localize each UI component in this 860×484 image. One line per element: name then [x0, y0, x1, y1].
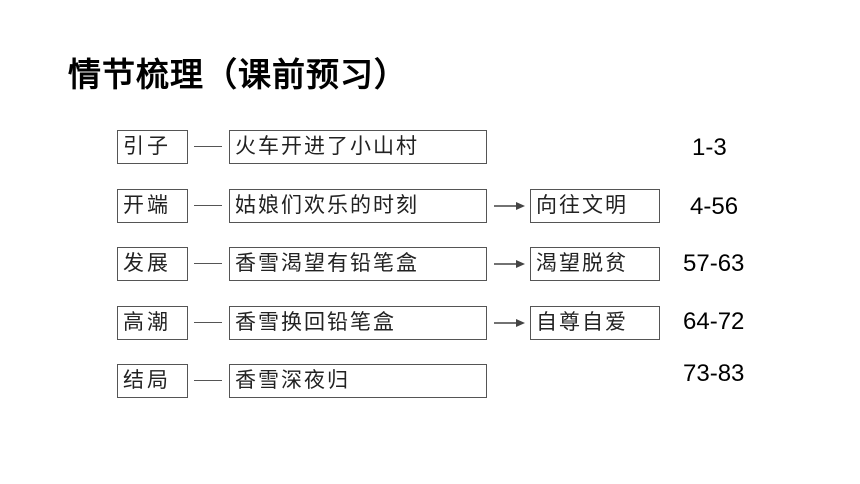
stage-label: 发展	[117, 247, 188, 281]
paragraph-range: 73-83	[683, 360, 745, 387]
page-title: 情节梳理（课前预习）	[68, 55, 408, 94]
arrow-right-icon	[494, 202, 525, 210]
result-box: 自尊自爱	[530, 306, 660, 340]
stage-label: 开端	[117, 189, 188, 223]
arrow-right-icon	[494, 319, 525, 327]
stage-label: 高潮	[117, 306, 188, 340]
result-box: 渴望脱贫	[530, 247, 660, 281]
connector-dash	[194, 205, 222, 206]
connector-dash	[194, 380, 222, 381]
arrow-right-icon	[494, 260, 525, 268]
connector-dash	[194, 146, 222, 147]
event-box: 火车开进了小山村	[229, 130, 487, 164]
connector-dash	[194, 322, 222, 323]
paragraph-range: 1-3	[692, 134, 727, 161]
paragraph-range: 64-72	[683, 308, 745, 335]
stage-label: 引子	[117, 130, 188, 164]
paragraph-range: 57-63	[683, 250, 745, 277]
plot-row-development: 发展 香雪渴望有铅笔盒 渴望脱贫	[0, 247, 860, 281]
stage-label: 结局	[117, 364, 188, 398]
plot-row-intro: 引子 火车开进了小山村	[0, 130, 860, 164]
plot-row-climax: 高潮 香雪换回铅笔盒 自尊自爱	[0, 306, 860, 340]
plot-row-opening: 开端 姑娘们欢乐的时刻 向往文明	[0, 189, 860, 223]
event-box: 香雪渴望有铅笔盒	[229, 247, 487, 281]
connector-dash	[194, 263, 222, 264]
paragraph-range: 4-56	[690, 193, 739, 220]
plot-row-ending: 结局 香雪深夜归	[0, 364, 860, 398]
result-box: 向往文明	[530, 189, 660, 223]
event-box: 姑娘们欢乐的时刻	[229, 189, 487, 223]
event-box: 香雪换回铅笔盒	[229, 306, 487, 340]
event-box: 香雪深夜归	[229, 364, 487, 398]
